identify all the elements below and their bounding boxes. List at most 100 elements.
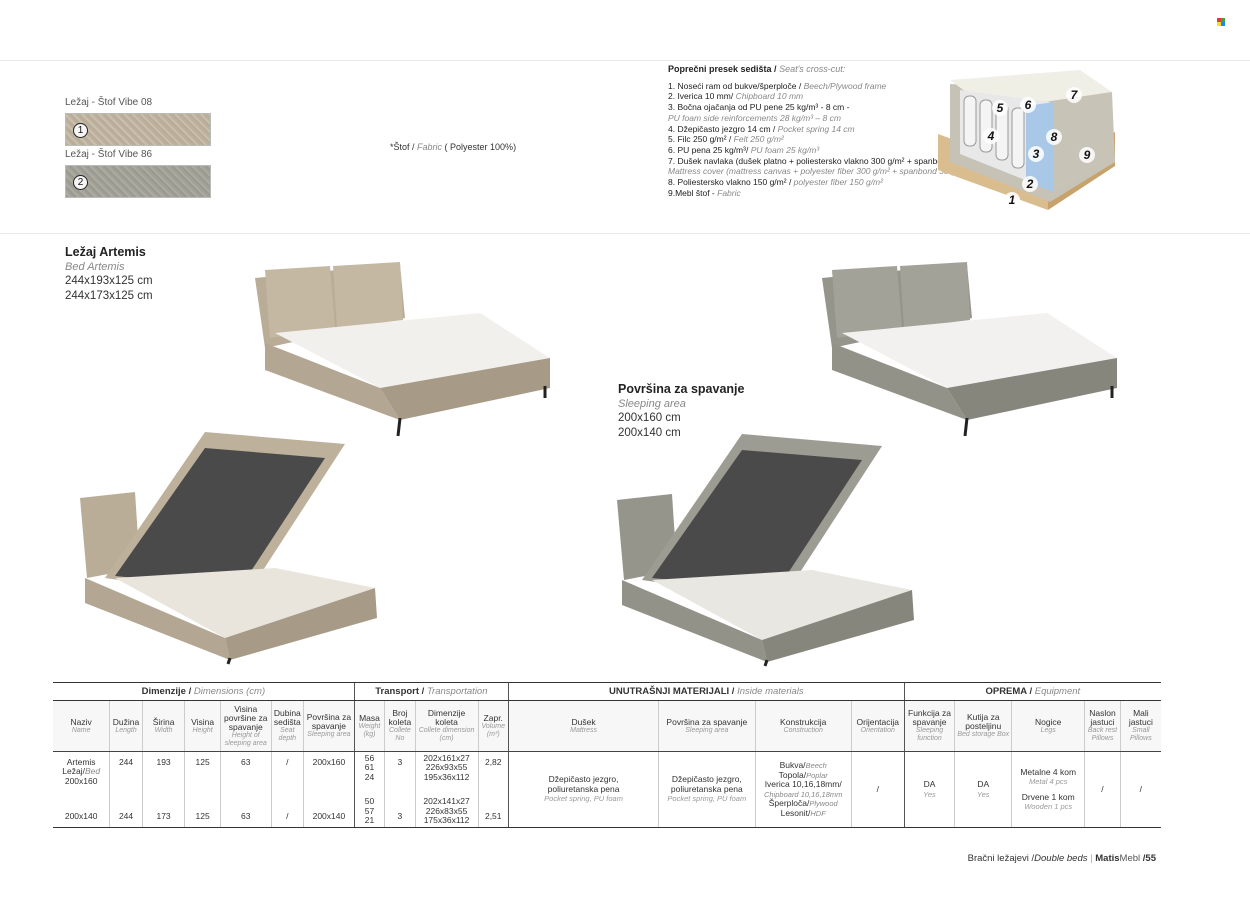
sleeping-area-title-en: Sleeping area — [618, 398, 686, 410]
sleep-function-value-en: Yes — [923, 789, 936, 799]
group-dimensions-en: Dimensions (cm) — [193, 686, 266, 697]
diagram-marker-bg — [1020, 97, 1036, 113]
column-header-en: Volume (m³) — [481, 722, 505, 738]
fabric-swatch-vibe-08: 1 — [65, 113, 211, 146]
group-transport-hr: Transport / — [375, 686, 427, 697]
row2-area: 200x140 — [312, 811, 346, 821]
crosscut-line-hr: 9.Mebl štof - — [668, 187, 718, 198]
column-header-en: Width — [154, 726, 173, 734]
mattress-value: Džepičasto jezgro, poliuretanska pena — [547, 774, 620, 794]
crosscut-line-en: Mattress cover (mattress canvas + polyes… — [668, 166, 974, 177]
footer-brand: Matis — [1095, 853, 1120, 864]
row1-area: 200x160 — [312, 756, 346, 767]
column-header-en: Back rest Pillows — [1087, 727, 1118, 742]
column-header-en: Small Pillows — [1129, 727, 1152, 742]
footer-brand-2: Mebl — [1119, 853, 1141, 864]
fabric-swatch-vibe-86: 2 — [65, 165, 211, 198]
sleep-surface-value: Džepičasto jezgro, poliuretanska pena — [670, 774, 743, 794]
crosscut-title-hr: Poprečni presek sedišta / — [668, 64, 780, 74]
row1-collete-no: 3 — [397, 756, 403, 767]
crosscut-line: 5. Filc 250 g/m² / Felt 250 g/m² — [668, 134, 968, 145]
cell-back-pillows: / — [1084, 751, 1121, 828]
column-header-hr: Površina za spavanje — [666, 716, 748, 727]
fabric-prefix: *Štof / — [390, 142, 418, 152]
column-header: Zapr.Volume (m³) — [477, 700, 509, 752]
diagram-marker-bg — [992, 100, 1008, 116]
row1-collete-dim: 202x161x27 226x93x55 195x36x112 — [423, 752, 470, 782]
swatch-number-1: 1 — [73, 123, 88, 138]
crosscut-line-en: PU foam side reinforcements 28 kg/m³ – 8… — [668, 112, 841, 123]
crosscut-line-hr: 1. Noseći ram od bukve/šperploče / — [668, 80, 804, 91]
construction-en: Chipboard 10,16,18mm — [764, 789, 843, 799]
crosscut-line-en: Felt 250 g/m² — [733, 134, 784, 145]
crosscut-line-hr: 7. Dušek navlaka (dušek platno + poliest… — [668, 155, 984, 166]
crosscut-line: 3. Bočna ojačanja od PU pene 25 kg/m³ - … — [668, 102, 968, 113]
construction-line: Chipboard 10,16,18mm — [756, 790, 851, 800]
crosscut-line-hr: 4. Džepičasto jezgro 14 cm / — [668, 123, 778, 134]
diagram-marker: 1 — [1009, 193, 1016, 207]
product-dim-1: 244x193x125 cm — [65, 275, 153, 287]
group-transport-en: Transportation — [426, 686, 488, 697]
seat-crosscut-legend: Poprečni presek sedišta / Seat's cross-c… — [668, 64, 983, 199]
diagram-marker-bg — [1079, 147, 1095, 163]
legs-wooden: Drvene 1 kom — [1021, 791, 1075, 802]
column-header-hr: Širina — [152, 716, 175, 727]
crosscut-lines: 1. Noseći ram od bukve/šperploče / Beech… — [668, 80, 983, 199]
diagram-marker-bg — [1022, 176, 1038, 192]
row2-length: 244 — [118, 811, 134, 821]
column-header-en: Sleeping function — [915, 727, 944, 742]
diagram-marker: 9 — [1084, 148, 1091, 162]
sleeping-area-title: Površina za spavanje — [618, 382, 745, 396]
row1-width: 193 — [156, 756, 171, 767]
legs-metal: Metalne 4 kom — [1020, 766, 1077, 777]
crosscut-line: 8. Poliestersko vlakno 150 g/m² / polyes… — [668, 177, 968, 188]
crosscut-line-en: polyester fiber 150 g/m² — [793, 177, 883, 188]
product-name-en: Bed Artemis — [65, 261, 125, 273]
legs-metal-en: Metal 4 pcs — [1029, 777, 1068, 786]
construction-en: Beech — [805, 761, 827, 770]
crosscut-line-hr: 8. Poliestersko vlakno 150 g/m² / — [668, 177, 794, 188]
column-header-hr: Nogice — [1034, 716, 1062, 727]
row2-weight: 50 57 21 — [364, 796, 375, 825]
crosscut-line: Mattress cover (mattress canvas + polyes… — [668, 166, 973, 177]
page-footer: Bračni ležajevi /Double beds | MatisMebl… — [967, 853, 1156, 864]
column-header-en: Orientation — [860, 726, 895, 734]
construction-line: Lesonit/HDF — [756, 808, 851, 819]
diagram-marker: 8 — [1051, 130, 1058, 144]
sleeping-dim-2: 200x140 cm — [618, 427, 681, 439]
diagram-marker: 5 — [997, 101, 1004, 115]
row1-name: Artemis Ležaj/ — [62, 756, 96, 776]
column-header-en: Length — [115, 726, 137, 734]
crosscut-title-en: Seat's cross-cut: — [779, 64, 846, 74]
page-number: /55 — [1142, 853, 1156, 864]
diagram-marker: 2 — [1026, 177, 1034, 191]
column-header-en: Height of sleeping area — [224, 731, 267, 747]
group-dimensions-hr: Dimenzije / — [141, 686, 194, 697]
crosscut-line: 4. Džepičasto jezgro 14 cm / Pocket spri… — [668, 124, 968, 135]
diagram-marker: 7 — [1071, 88, 1079, 102]
diagram-marker-bg — [983, 128, 999, 144]
column-header-hr: Dimenzije koleta — [427, 708, 466, 727]
row2-volume: 2,51 — [484, 811, 502, 821]
mattress-value-en: Pocket spring, PU foam — [544, 794, 623, 804]
crosscut-title: Poprečni presek sedišta / Seat's cross-c… — [668, 64, 968, 75]
row1-name-size: 200x160 — [64, 775, 98, 786]
column-header-hr: Masa — [359, 712, 380, 723]
column-header-hr: Kutija za posteljinu — [965, 712, 1002, 731]
column-header-en: Sleeping area — [307, 731, 351, 738]
